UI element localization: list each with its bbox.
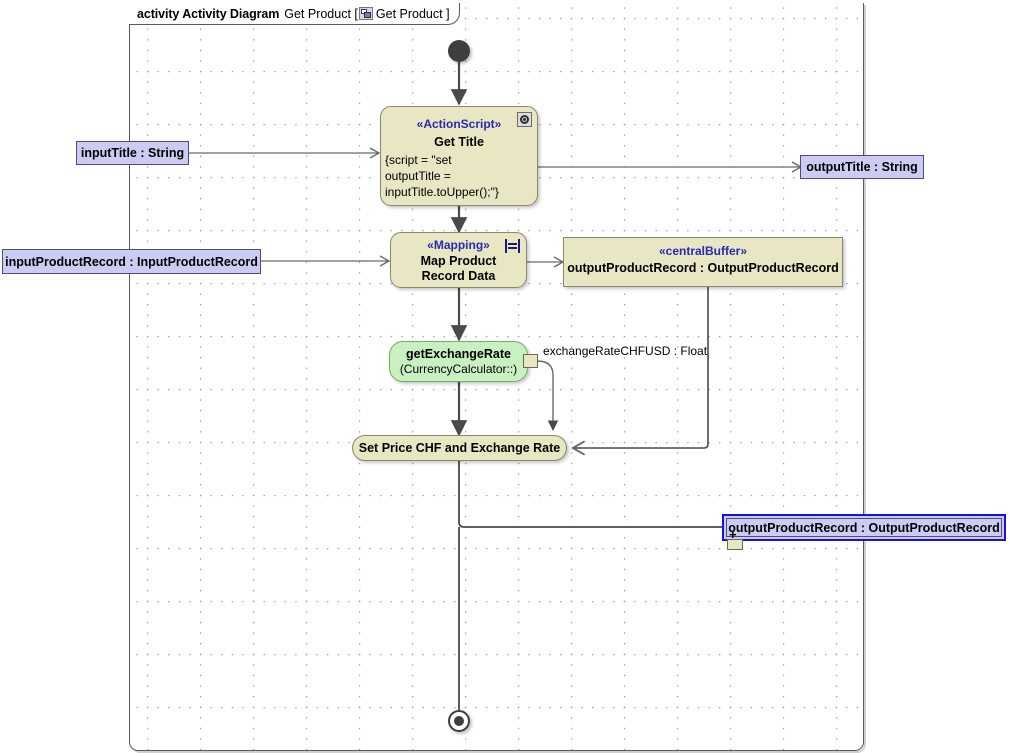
initial-node[interactable] <box>448 40 470 62</box>
action-map-product-record-data[interactable]: «Mapping» Map Product Record Data <box>390 232 527 288</box>
get-title-body-line-2: outputTitle = <box>385 169 451 183</box>
central-buffer-name: outputProductRecord : OutputProductRecor… <box>567 261 839 275</box>
get-exchange-rate-qualifier: (CurrencyCalculator::) <box>399 362 518 376</box>
activity-diagram-icon <box>358 7 373 20</box>
output-pin-exchange-rate[interactable] <box>523 354 538 368</box>
diagram-frame-shadow <box>131 5 866 753</box>
map-product-name-line-1: Map Product <box>420 254 497 268</box>
central-buffer-stereotype: «centralBuffer» <box>658 244 748 258</box>
expand-plus-icon[interactable]: + <box>729 527 737 542</box>
action-get-title[interactable]: «ActionScript» Get Title {script = "set … <box>380 106 538 206</box>
get-title-name: Get Title <box>434 135 484 149</box>
diagram-title-name: Get Product [ <box>284 6 358 21</box>
call-behavior-get-exchange-rate[interactable]: getExchangeRate (CurrencyCalculator::) <box>389 341 528 382</box>
output-pin-exchange-rate-label: exchangeRateCHFUSD : Float <box>543 344 708 358</box>
activity-parameter-input-title[interactable]: inputTitle : String <box>76 141 189 165</box>
activity-parameter-output-product-record-selected[interactable]: outputProductRecord : OutputProductRecor… <box>722 514 1006 541</box>
activity-parameter-input-product-record[interactable]: inputProductRecord : InputProductRecord <box>2 249 261 274</box>
selection-handle[interactable] <box>727 539 743 550</box>
set-price-name: Set Price CHF and Exchange Rate <box>358 441 561 455</box>
diagram-title-tab[interactable]: activity Activity Diagram Get Product [ … <box>129 3 460 25</box>
get-exchange-rate-name: getExchangeRate <box>406 347 511 361</box>
output-product-record-label: outputProductRecord : OutputProductRecor… <box>726 518 1002 537</box>
get-title-body-line-3: inputTitle.toUpper();"} <box>385 185 499 199</box>
action-set-price-chf-and-exchange-rate[interactable]: Set Price CHF and Exchange Rate <box>352 435 567 461</box>
map-product-stereotype: «Mapping» <box>427 238 490 252</box>
script-gear-icon <box>517 112 532 127</box>
mapping-icon <box>505 239 520 253</box>
get-title-body-line-1: {script = "set <box>385 153 452 167</box>
map-product-name-line-2: Record Data <box>421 269 496 283</box>
activity-parameter-output-title[interactable]: outputTitle : String <box>800 155 924 179</box>
activity-final-node[interactable] <box>448 710 470 732</box>
diagram-title-qualified: Get Product ] <box>375 6 450 21</box>
diagram-title-keyword: activity Activity Diagram <box>137 6 280 21</box>
central-buffer-output-product-record[interactable]: «centralBuffer» outputProductRecord : Ou… <box>563 237 843 287</box>
get-title-stereotype: «ActionScript» <box>416 117 502 131</box>
